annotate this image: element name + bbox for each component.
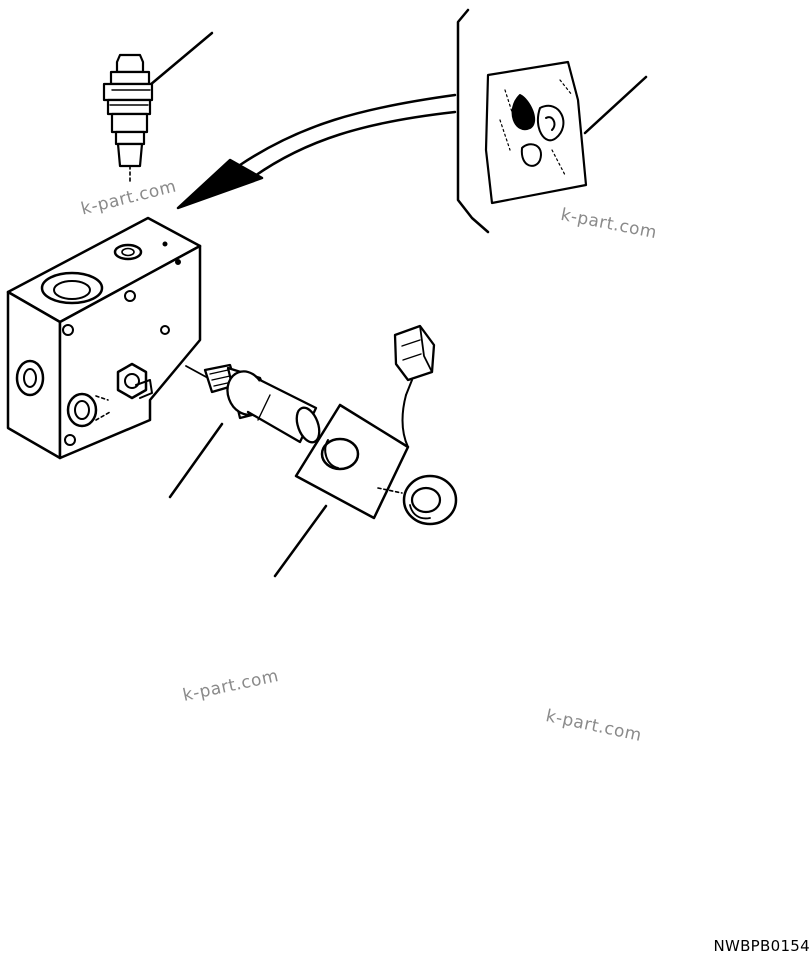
leader-line-valve — [148, 31, 214, 87]
solenoid-coil — [294, 394, 410, 520]
solenoid-cartridge — [185, 363, 321, 444]
leader-line-coil — [273, 504, 328, 578]
leader-line-solenoid — [168, 422, 224, 499]
leader-line-sticker — [583, 75, 648, 135]
valve-block — [6, 216, 202, 460]
curved-arrow — [176, 93, 457, 210]
port-small — [113, 243, 143, 261]
caution-sticker — [484, 60, 588, 205]
lock-nut — [377, 474, 458, 526]
leader-lines — [148, 31, 648, 578]
electrical-connector — [393, 324, 436, 396]
cartridge-valve — [102, 53, 154, 183]
cutout-outline — [456, 8, 490, 234]
port-large — [40, 271, 104, 305]
drawing-code: NWBPB0154 — [713, 937, 810, 955]
